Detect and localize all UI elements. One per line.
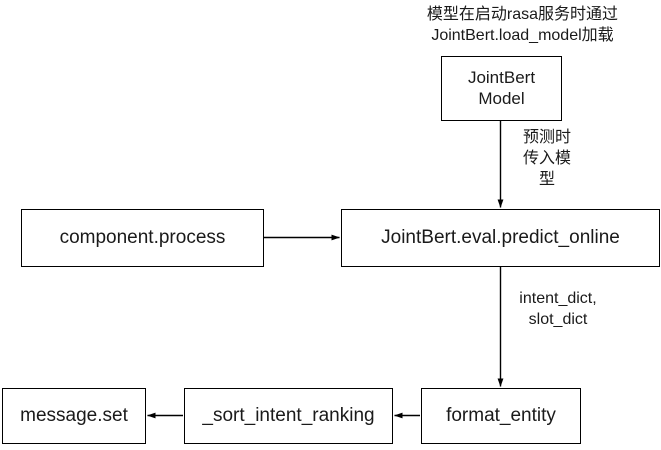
annotation-load-model: 模型在启动rasa服务时通过 JointBert.load_model加载 [426,6,619,45]
node-sort-intent-ranking[interactable]: _sort_intent_ranking [184,388,393,444]
node-jointbert-model[interactable]: JointBert Model [441,56,562,121]
node-jointbert-eval-predict-online[interactable]: JointBert.eval.predict_online [341,209,660,267]
node-component-process[interactable]: component.process [21,209,264,267]
node-format-entity[interactable]: format_entity [421,388,581,444]
edge-label-intent-slot-dict: intent_dict, slot_dict [519,290,597,328]
node-message-set[interactable]: message.set [2,388,146,444]
edge-label-predict-input: 预测时 传入模 型 [522,129,571,188]
